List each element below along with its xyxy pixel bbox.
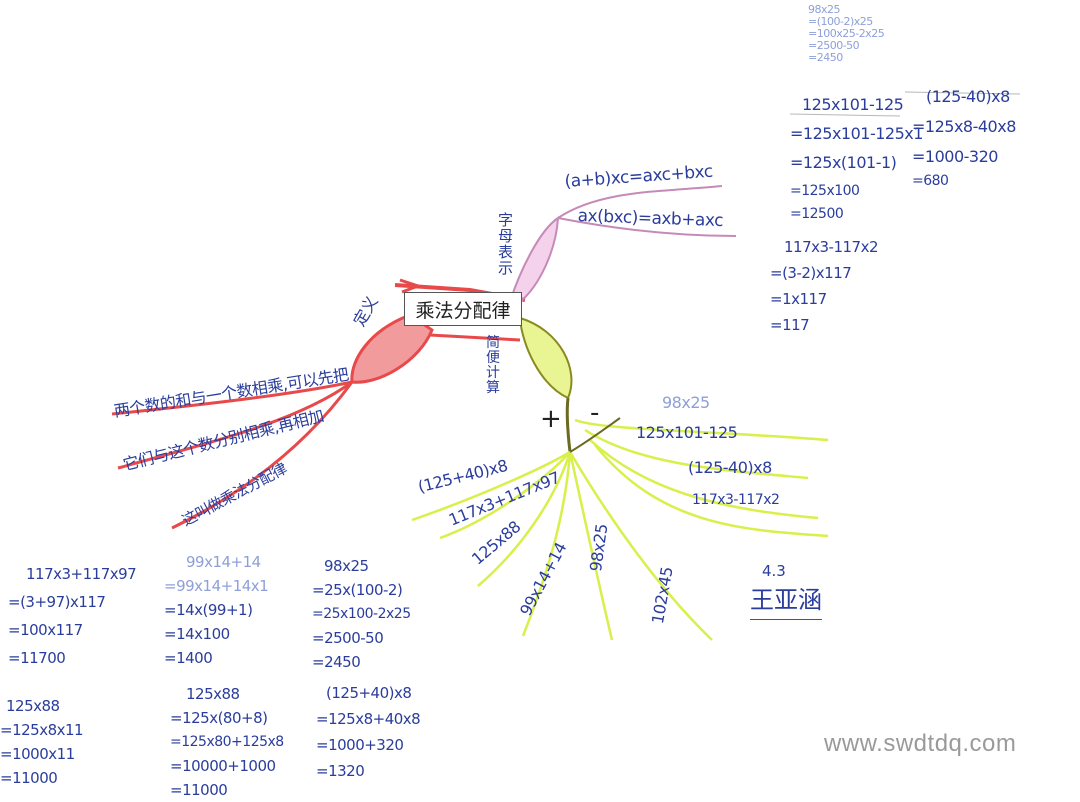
minus-sign: -: [590, 398, 599, 428]
simplify-branch: [411, 316, 829, 641]
definition-branch: [111, 278, 526, 530]
center-title: 乘法分配律: [415, 299, 511, 322]
signature: 4.3 王亚涵: [750, 562, 822, 620]
calc-block-2: 99x14+14 =99x14+14x1 =14x(99+1) =14x100 …: [164, 553, 269, 667]
letters-branch: [508, 185, 737, 303]
minus-item: 125x101-125: [636, 423, 738, 442]
calc-block-4: 125x88 =125x8x11 =1000x11 =11000: [0, 697, 84, 787]
letters-label: 字母表示: [498, 211, 513, 277]
watermark: www.swdtdq.com: [824, 730, 1017, 757]
plus-sign: +: [540, 404, 562, 434]
faint-calc-block: 98x25 =(100-2)x25 =100x25-2x25 =2500-50 …: [808, 3, 885, 64]
calc-block-a: 125x101-125 =125x101-125x1 =125x(101-1) …: [790, 95, 923, 222]
minus-item: (125-40)x8: [688, 458, 772, 477]
calc-block-5: 125x88 =125x(80+8) =125x80+125x8 =10000+…: [170, 685, 284, 799]
signature-name: 王亚涵: [750, 580, 822, 620]
minus-item: 98x25: [662, 393, 710, 412]
calc-block-c: 117x3-117x2 =(3-2)x117 =1x117 =117: [770, 238, 879, 334]
guide-lines: [789, 91, 1021, 117]
signature-grade: 4.3: [762, 562, 786, 580]
calc-block-6: (125+40)x8 =125x8+40x8 =1000+320 =1320: [316, 684, 421, 780]
calc-block-1: 117x3+117x97 =(3+97)x117 =100x117 =11700: [8, 565, 137, 667]
calc-block-b: (125-40)x8 =125x8-40x8 =1000-320 =680: [912, 87, 1016, 189]
calc-block-3: 98x25 =25x(100-2) =25x100-2x25 =2500-50 …: [312, 557, 411, 671]
simplify-label: 简便计算: [486, 335, 500, 396]
minus-item: 117x3-117x2: [692, 492, 780, 508]
center-topic: 乘法分配律: [404, 292, 522, 326]
